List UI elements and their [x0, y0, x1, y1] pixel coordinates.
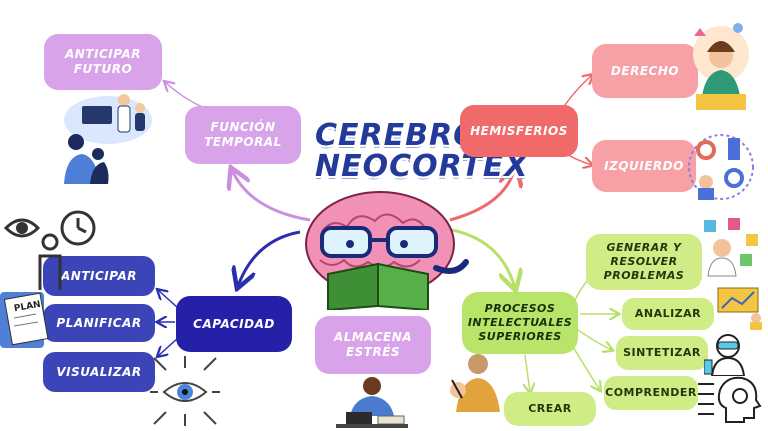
node-anticipar[interactable]: ANTICIPAR: [43, 256, 155, 296]
node-izquierdo[interactable]: IZQUIERDO: [592, 140, 696, 192]
node-capacidad[interactable]: CAPACIDAD: [176, 296, 292, 352]
node-comprender[interactable]: COMPRENDER: [604, 376, 698, 410]
node-generar[interactable]: GENERAR Y RESOLVER PROBLEMAS: [586, 234, 702, 290]
node-almacena-estres[interactable]: ALMACENA ESTRÉS: [315, 316, 431, 374]
scientist-icon: [704, 334, 746, 376]
head-arrows-icon: [698, 376, 762, 423]
analyzing-person-icon: [717, 287, 762, 330]
connector-futuro: [165, 82, 206, 109]
node-funcion-temporal[interactable]: FUNCIÓN TEMPORAL: [185, 106, 301, 164]
node-visualizar[interactable]: VISUALIZAR: [43, 352, 155, 392]
connector-hemisferios: [449, 168, 515, 222]
node-hemisferios[interactable]: HEMISFERIOS: [460, 105, 578, 157]
girl-painting-icon: [693, 23, 749, 110]
title-line-2: NEOCORTEX: [315, 149, 529, 184]
person-clock-eye-icon: [4, 210, 96, 290]
connector-funcion: [232, 170, 311, 222]
title-line-1: CEREBRO: [315, 118, 480, 153]
node-analizar[interactable]: ANALIZAR: [622, 298, 714, 330]
connector-sintetizar: [577, 329, 612, 350]
node-planificar[interactable]: PLANIFICAR: [43, 304, 155, 342]
node-crear[interactable]: CREAR: [504, 392, 596, 426]
connector-capacidad: [238, 230, 301, 286]
eye-arrows-icon: [150, 356, 220, 426]
plan-document-icon: PLAN: [0, 288, 52, 350]
connector-anticipar: [158, 290, 179, 309]
node-sintetizar[interactable]: SINTETIZAR: [616, 336, 708, 370]
stressed-person-laptop-icon: [336, 377, 408, 428]
connector-comprender: [571, 344, 600, 390]
main-title: CEREBRO NEOCORTEX: [315, 118, 529, 184]
gears-chess-head-icon: [688, 134, 754, 200]
node-procesos[interactable]: PROCESOS INTELECTUALES SUPERIORES: [462, 292, 578, 354]
woman-thinking-icon: [64, 134, 109, 184]
puzzle-thinking-icon: [704, 218, 758, 277]
node-derecho[interactable]: DERECHO: [592, 44, 698, 98]
connector-visualizar: [158, 337, 179, 356]
connector-crear: [525, 354, 530, 392]
brain-with-glasses-reading-icon: [305, 191, 469, 310]
node-anticipar-futuro[interactable]: ANTICIPAR FUTURO: [44, 34, 162, 90]
woman-writing-icon: [450, 354, 500, 412]
team-meeting-icon: [64, 94, 152, 144]
